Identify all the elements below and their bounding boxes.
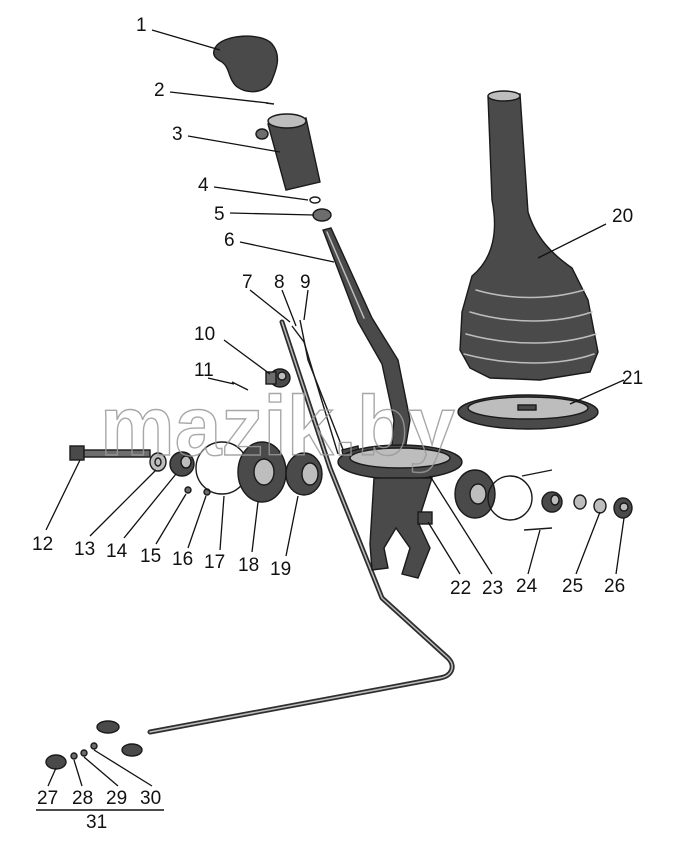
callout-3: 3: [172, 124, 183, 145]
callout-17: 17: [204, 552, 225, 573]
part-18-flange: [237, 441, 287, 503]
callout-26: 26: [604, 576, 625, 597]
callout-30: 30: [140, 788, 161, 809]
part-10-clamp: [265, 368, 291, 388]
leader-lines: [45, 29, 625, 787]
part-25-washers: [573, 494, 607, 514]
callout-7: 7: [242, 272, 253, 293]
part-1-knob: [213, 35, 279, 93]
part-4-ring: [309, 196, 321, 204]
callout-31: 31: [86, 812, 107, 833]
callout-13: 13: [74, 539, 95, 560]
callout-5: 5: [214, 204, 225, 225]
callout-28: 28: [72, 788, 93, 809]
callout-10: 10: [194, 324, 215, 345]
callout-11: 11: [194, 360, 214, 381]
part-24-bolt: [521, 469, 553, 531]
callout-9: 9: [300, 272, 311, 293]
part-21-plate: [457, 394, 599, 430]
callout-23: 23: [482, 578, 503, 599]
part-right-bushing: [541, 491, 563, 513]
callout-18: 18: [238, 555, 259, 576]
part-right-gasket: [487, 475, 533, 521]
part-5-nut: [312, 208, 332, 222]
callout-8: 8: [274, 272, 285, 293]
part-3-sleeve: [255, 113, 321, 191]
callout-14: 14: [106, 541, 128, 562]
callout-16: 16: [172, 549, 193, 570]
part-19-bearing: [285, 452, 323, 496]
part-23-housing: [337, 444, 463, 579]
callout-4: 4: [198, 175, 209, 196]
callout-29: 29: [106, 788, 127, 809]
callout-20: 20: [612, 206, 633, 227]
part-22-block: [417, 511, 433, 525]
callout-2: 2: [154, 80, 165, 101]
callout-22: 22: [450, 578, 471, 599]
part-11-screw: [231, 381, 249, 391]
watermark-text: mazik.by: [100, 379, 455, 473]
part-13-washer: [149, 452, 167, 472]
part-26-nut: [613, 497, 633, 519]
callout-25: 25: [562, 576, 583, 597]
part-right-flange: [454, 469, 496, 519]
part-15-small-screw: [184, 486, 192, 494]
part-12-bolt: [69, 445, 151, 461]
callout-15: 15: [140, 546, 161, 567]
callout-19: 19: [270, 559, 291, 580]
callout-27: 27: [37, 788, 58, 809]
callout-1: 1: [136, 15, 147, 36]
part-20-rubber-boot: [459, 90, 599, 381]
callout-24: 24: [516, 576, 538, 597]
callout-21: 21: [622, 368, 643, 389]
parts: [45, 35, 633, 770]
callout-6: 6: [224, 230, 235, 251]
part-14-bushing: [169, 451, 195, 477]
callout-labels: 1 2 3 4 5 6 7 8 9 10 11 12 13 14 15 16 1…: [32, 15, 643, 833]
parts-27-30-rod-end: [45, 720, 143, 770]
callout-12: 12: [32, 534, 53, 555]
